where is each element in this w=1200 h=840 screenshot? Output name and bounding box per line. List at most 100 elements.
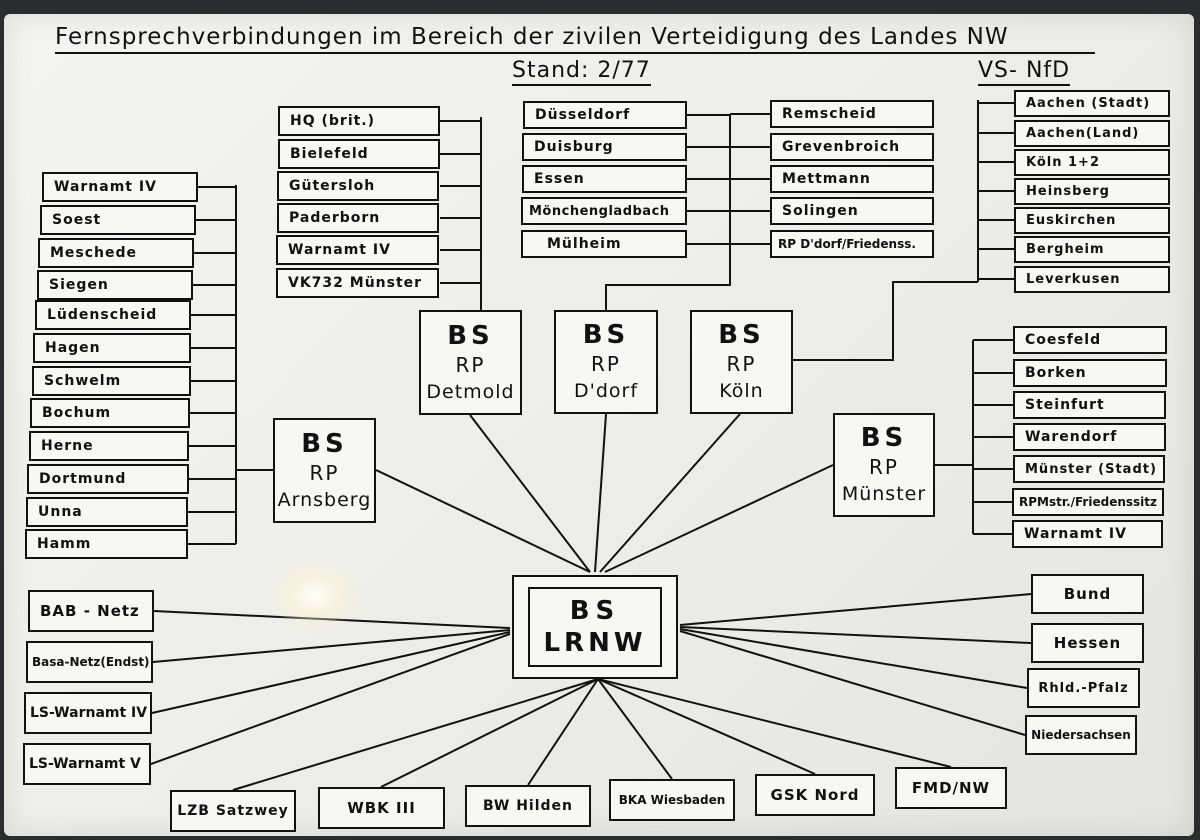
hub-name: LRNW: [543, 628, 647, 658]
connection-line: [604, 464, 834, 573]
koeln-item: Bergheim: [1014, 236, 1170, 263]
ddorf-right-item: RP D'dorf/Friedenss.: [770, 230, 934, 258]
hub-name: Detmold: [426, 380, 515, 403]
detmold-item: Bielefeld: [278, 139, 440, 169]
muenster-item: Steinfurt: [1013, 391, 1166, 419]
lrnw-bottom-item: GSK Nord: [755, 774, 875, 816]
koeln-item: Aachen(Land): [1014, 120, 1170, 147]
lrnw-left-item: BAB - Netz: [28, 590, 154, 632]
ddorf-left-item: Düsseldorf: [523, 101, 687, 129]
hub-lrnw-inner: BS LRNW: [528, 587, 662, 667]
lrnw-right-item: Niedersachsen: [1025, 715, 1137, 755]
arnsberg-item: Bochum: [30, 398, 190, 428]
muenster-item: Warnamt IV: [1012, 520, 1163, 548]
hub-name: Arnsberg: [277, 488, 372, 511]
hub-arnsberg: BS RP Arnsberg: [273, 418, 376, 523]
connection-line: [151, 631, 511, 714]
hub-bs-label: BS: [718, 320, 765, 350]
muenster-item: Münster (Stadt): [1013, 455, 1165, 483]
connection-line: [469, 414, 591, 573]
hub-rp-label: RP: [726, 352, 757, 376]
lrnw-bottom-item: WBK III: [318, 787, 445, 829]
ddorf-left-item: Mönchengladbach: [521, 197, 687, 225]
connection-line: [152, 629, 511, 663]
connection-line: [527, 678, 599, 786]
detmold-item: VK732 Münster: [276, 268, 439, 298]
connection-line: [232, 678, 599, 791]
connection-line: [793, 281, 978, 361]
ddorf-left-item: Duisburg: [522, 133, 687, 161]
arnsberg-item: Schwelm: [32, 366, 191, 396]
connection-line: [599, 413, 741, 573]
hub-name: Köln: [719, 380, 764, 402]
lrnw-right-item: Bund: [1031, 574, 1144, 614]
arnsberg-item: Warnamt IV: [42, 172, 198, 202]
hub-bs-label: BS: [447, 320, 494, 351]
hub-duesseldorf: BS RP D'dorf: [554, 310, 658, 414]
classification-label: VS- NfD: [978, 58, 1071, 86]
connection-line: [605, 244, 731, 310]
hub-koeln: BS RP Köln: [690, 310, 793, 414]
detmold-item: Gütersloh: [277, 171, 439, 201]
ddorf-right-item: Grevenbroich: [770, 133, 934, 161]
lrnw-bottom-item: BW Hilden: [465, 785, 591, 827]
koeln-item: Köln 1+2: [1014, 149, 1170, 176]
connection-line: [597, 678, 952, 768]
koeln-item: Euskirchen: [1014, 207, 1170, 234]
stand-date: Stand: 2/77: [512, 58, 651, 86]
connection-line: [594, 413, 607, 573]
arnsberg-item: Siegen: [37, 270, 193, 300]
ddorf-left-item: Mülheim: [521, 230, 687, 258]
hub-name: D'dorf: [573, 380, 639, 402]
diagram-title: Fernsprechverbindungen im Bereich der zi…: [55, 22, 1095, 54]
hub-rp-label: RP: [869, 455, 899, 479]
ddorf-right-item: Solingen: [770, 197, 934, 225]
hub-lrnw: BS LRNW: [512, 575, 678, 679]
connection-line: [597, 678, 816, 775]
arnsberg-item: Hagen: [33, 333, 191, 363]
hub-muenster: BS RP Münster: [833, 413, 935, 517]
detmold-item: HQ (brit.): [278, 106, 440, 136]
koeln-item: Leverkusen: [1014, 266, 1170, 293]
connection-line: [679, 626, 1032, 644]
lrnw-right-item: Hessen: [1031, 623, 1144, 663]
lrnw-left-item: LS-Warnamt V: [23, 743, 151, 785]
muenster-item: Warendorf: [1013, 423, 1166, 451]
detmold-item: Warnamt IV: [276, 235, 439, 265]
ddorf-right-item: Mettmann: [770, 165, 934, 193]
lrnw-left-item: Basa-Netz(Endst): [26, 641, 153, 683]
hub-rp-label: RP: [455, 352, 486, 377]
arnsberg-item: Dortmund: [27, 464, 189, 494]
lrnw-bottom-item: LZB Satzwey: [170, 790, 296, 832]
arnsberg-item: Lüdenscheid: [35, 300, 191, 330]
arnsberg-item: Hamm: [25, 529, 188, 559]
connection-line: [597, 678, 673, 780]
hub-bs-label: BS: [860, 423, 908, 453]
connection-line: [150, 633, 511, 765]
koeln-item: Aachen (Stadt): [1014, 90, 1170, 117]
connection-line: [375, 469, 591, 573]
hub-bs-label: BS: [569, 596, 621, 626]
arnsberg-item: Soest: [40, 205, 196, 235]
muenster-item: RPMstr./Friedenssitz: [1012, 488, 1164, 516]
connection-line: [679, 630, 1026, 736]
arnsberg-item: Herne: [29, 431, 189, 461]
hub-name: Münster: [841, 483, 927, 505]
ddorf-left-item: Essen: [522, 165, 687, 193]
connection-line: [679, 593, 1032, 626]
lrnw-bottom-item: BKA Wiesbaden: [609, 779, 735, 821]
hub-bs-label: BS: [301, 428, 348, 459]
arnsberg-item: Unna: [26, 497, 188, 527]
arnsberg-item: Meschede: [38, 238, 194, 268]
connection-line: [380, 678, 599, 788]
hub-rp-label: RP: [309, 460, 340, 485]
ddorf-right-item: Remscheid: [770, 100, 934, 128]
lrnw-right-item: Rhld.-Pfalz: [1027, 668, 1140, 708]
lrnw-left-item: LS-Warnamt IV: [24, 692, 152, 734]
hub-rp-label: RP: [591, 352, 621, 376]
connection-line: [679, 628, 1028, 689]
muenster-item: Coesfeld: [1013, 326, 1167, 354]
hub-detmold: BS RP Detmold: [419, 310, 522, 415]
muenster-item: Borken: [1013, 359, 1167, 387]
